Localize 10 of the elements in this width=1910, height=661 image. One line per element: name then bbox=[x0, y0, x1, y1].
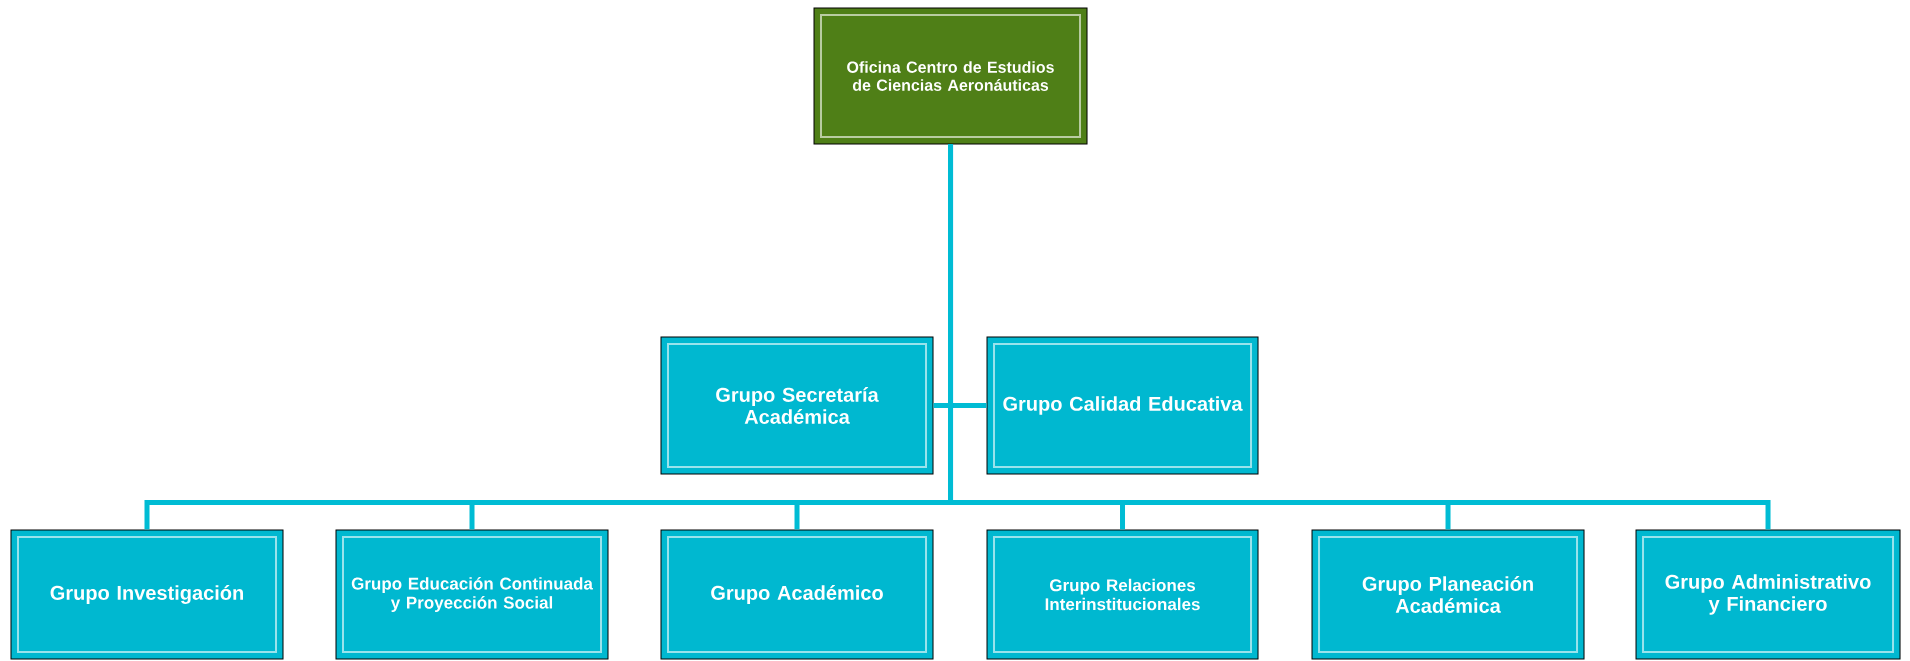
connector-line bbox=[948, 144, 1771, 530]
group-box: Grupo Secretaría Académica bbox=[660, 336, 934, 475]
group-box: Grupo Investigación bbox=[10, 529, 284, 660]
group-box: Grupo Académico bbox=[660, 529, 934, 660]
group-box: Grupo Educación Continuada y Proyección Social bbox=[335, 529, 609, 660]
group-box: Grupo Administrativo y Financiero bbox=[1635, 529, 1901, 660]
title-box: Oficina Centro de Estudios de Ciencias Aeronáuticas bbox=[813, 7, 1088, 145]
group-box: Grupo Planeación Académica bbox=[1311, 529, 1585, 660]
group-box: Grupo Relaciones Interinstitucionales bbox=[986, 529, 1259, 660]
group-box: Grupo Calidad Educativa bbox=[986, 336, 1259, 475]
